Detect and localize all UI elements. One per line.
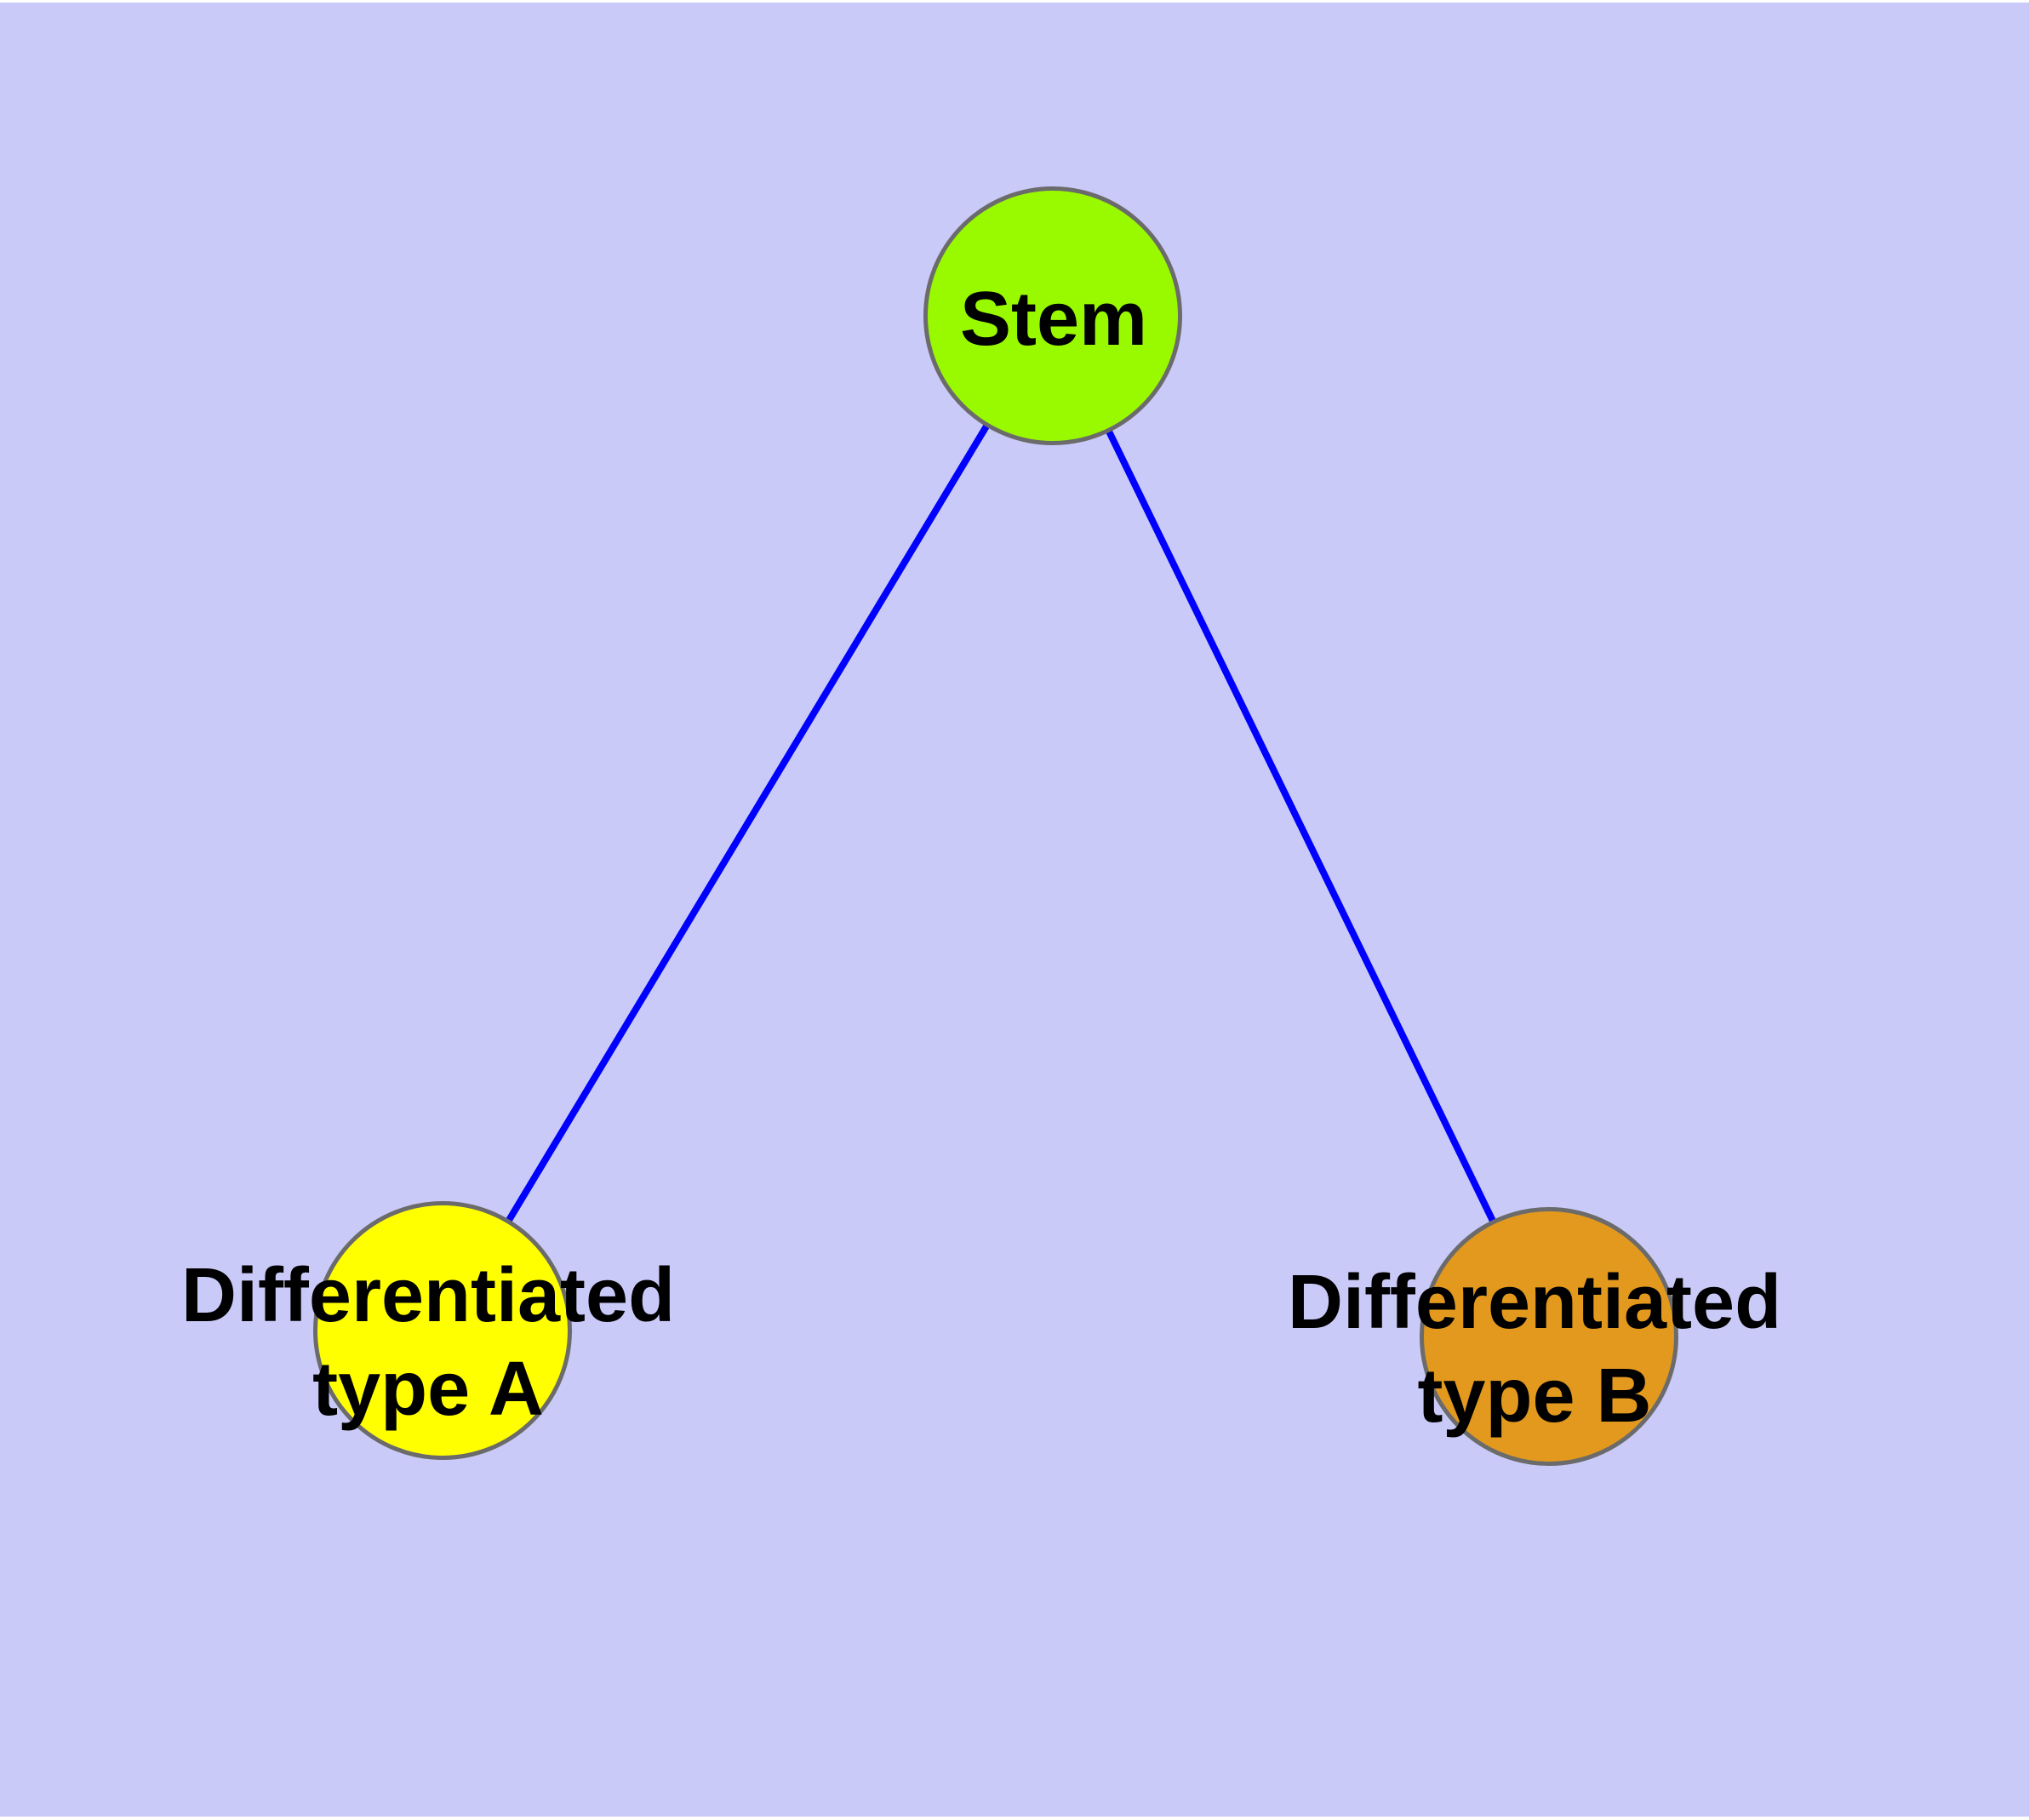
node-circle-stem — [923, 186, 1182, 445]
node-label-stem: Stem — [959, 277, 1148, 362]
edge-stem-to-type-a — [439, 313, 1056, 1333]
edge-stem-to-type-b — [1049, 314, 1552, 1338]
node-label-differentiated-type-b: Differentiated type B — [1287, 1260, 1782, 1439]
node-circle-differentiated-type-a — [313, 1201, 572, 1460]
node-circle-differentiated-type-b — [1420, 1207, 1678, 1466]
node-label-differentiated-type-a: Differentiated type A — [180, 1253, 676, 1432]
